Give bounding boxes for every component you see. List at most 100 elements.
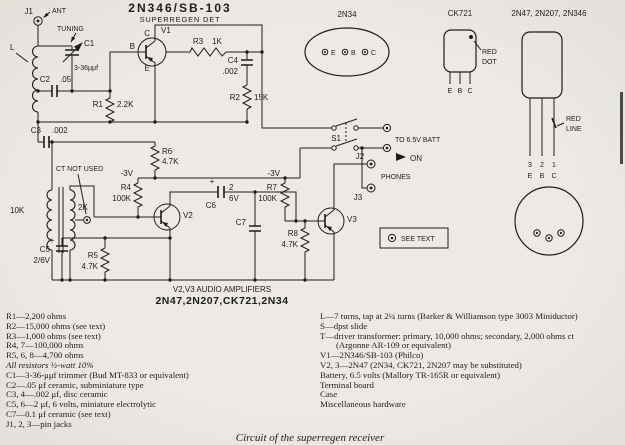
label-c7: C7 xyxy=(236,218,247,227)
label-v3: V3 xyxy=(347,215,357,224)
pinout-2n47-num-1: 1 xyxy=(552,162,556,169)
pinout-2n34-pin-c: C xyxy=(371,50,376,57)
transistor-v2 xyxy=(153,203,181,231)
capacitor-c4 xyxy=(241,59,253,66)
label-v1-base: B xyxy=(130,42,135,51)
label-secondary: 2K xyxy=(78,203,88,212)
schematic-labels: J1 ANT 2N346/SB-103 SUPERREGEN DET L TUN… xyxy=(10,1,441,307)
schematic-subtitle: SUPERREGEN DET xyxy=(140,15,221,24)
tuning-arrow xyxy=(70,32,77,43)
label-amplifier-types: 2N47,2N207,CK721,2N34 xyxy=(155,295,288,307)
label-ct: CT NOT USED xyxy=(56,166,103,173)
capacitor-c6 xyxy=(217,186,225,198)
label-c5: C5 xyxy=(40,245,51,254)
pinout-2n47-pin-c: C xyxy=(551,173,556,180)
label-v1: V1 xyxy=(161,26,171,35)
schematic-title: 2N346/SB-103 xyxy=(128,1,231,15)
pinout-2n47-pin-b: B xyxy=(540,173,545,180)
parts-list-item: J1, 2, 3—pin jacks xyxy=(6,418,72,429)
label-red-line-1: RED xyxy=(566,116,581,123)
label-s1: S1 xyxy=(331,134,341,143)
transistor-v3 xyxy=(317,207,345,235)
parts-list-item: C7—0.1 μf ceramic (see text) xyxy=(6,408,111,419)
label-c1: C1 xyxy=(84,39,95,48)
label-red-dot-2: DOT xyxy=(482,59,498,66)
capacitor-c2 xyxy=(51,85,58,97)
label-c5-plus: + xyxy=(50,236,55,245)
parts-list-item: R2—15,000 ohms (see text) xyxy=(6,320,106,331)
label-r5: R5 xyxy=(88,251,99,260)
label-r5-value: 4.7K xyxy=(82,262,99,271)
transformer-t xyxy=(46,173,87,253)
parts-list: R1—2,200 ohms R2—15,000 ohms (see text) … xyxy=(6,311,620,430)
label-on: ON xyxy=(410,154,422,163)
label-c1-value: 3-36μμf xyxy=(74,65,98,72)
label-c4: C4 xyxy=(228,56,239,65)
resistor-r6 xyxy=(149,145,161,171)
parts-list-item: R5, 6, 8—4,700 ohms xyxy=(6,350,84,361)
label-r8-value: 4.7K xyxy=(282,240,299,249)
label-red-dot-1: RED xyxy=(482,49,497,56)
label-bias-v2: -3V xyxy=(121,169,134,178)
label-amplifiers: V2,V3 AUDIO AMPLIFIERS xyxy=(173,285,271,294)
label-r2-value: 15K xyxy=(254,93,269,102)
resistor-r3 xyxy=(189,47,227,57)
red-line-mark xyxy=(551,117,557,129)
parts-list-item: R1—2,200 ohms xyxy=(6,311,67,321)
label-r3-value: 1K xyxy=(212,37,222,46)
parts-list-item: Miscellaneous hardware xyxy=(320,399,406,410)
parts-list-item: V1—2N346/SB-103 (Philco) xyxy=(320,350,424,361)
resistor-r5 xyxy=(99,247,111,273)
pinout-labels: 2N34 E B C CK721 RED DOT E B C 2N47, 2N2… xyxy=(331,9,587,180)
label-r1: R1 xyxy=(93,100,104,109)
label-battery: TO 6.5V BATT xyxy=(395,137,441,144)
pinout-2n47 xyxy=(521,31,565,156)
parts-list-item: R3—1,000 ohms (see text) xyxy=(6,330,101,341)
label-r3: R3 xyxy=(193,37,204,46)
resistor-r1 xyxy=(104,97,116,123)
jacks xyxy=(33,11,376,224)
parts-list-item: Case xyxy=(320,389,338,400)
resistor-r8 xyxy=(299,227,311,253)
parts-list-item: V2, 3—2N47 (2N34, CK721, 2N207 may be su… xyxy=(320,359,522,370)
label-r1-value: 2.2K xyxy=(117,100,134,109)
label-r6-value: 4.7K xyxy=(162,157,179,166)
label-r7: R7 xyxy=(267,183,278,192)
label-c6: C6 xyxy=(206,201,217,210)
red-dot-mark xyxy=(469,35,473,39)
label-tuning: TUNING xyxy=(57,26,84,33)
label-phones: PHONES xyxy=(381,174,411,181)
see-text-legend xyxy=(379,227,449,249)
label-j3: J3 xyxy=(354,193,363,202)
parts-list-item: Terminal board xyxy=(320,379,374,390)
ct-terminal xyxy=(83,216,91,224)
parts-list-item: All resistors ½-watt 10% xyxy=(6,359,94,370)
label-c3-value: .002 xyxy=(52,126,68,135)
parts-list-item: L—7 turns, tap at 2¼ turns (Barker & Wil… xyxy=(320,311,578,321)
parts-list-left-column: R1—2,200 ohms R2—15,000 ohms (see text) … xyxy=(6,311,306,430)
label-c6-value2: 6V xyxy=(229,194,239,203)
label-l: L xyxy=(10,43,15,52)
label-c5-value: 2/6V xyxy=(34,256,51,265)
label-v1-emitter: E xyxy=(145,64,150,73)
parts-list-item: T—driver transformer: primary, 10,000 oh… xyxy=(320,330,574,351)
capacitor-c3 xyxy=(43,136,50,148)
resistor-r2 xyxy=(241,84,253,110)
label-ant: ANT xyxy=(52,8,67,15)
label-v1-collector: C xyxy=(144,29,150,38)
parts-list-item: C3, 4—.002 μf, disc ceramic xyxy=(6,389,108,400)
parts-list-item: Battery, 6.5 volts (Mallory TR-165R or e… xyxy=(320,369,501,380)
parts-list-item: C5, 6—2 μf, 6 volts, miniature electroly… xyxy=(6,399,157,410)
coil-l xyxy=(15,45,39,113)
socket-bottom-view xyxy=(514,186,584,256)
pinout-2n47-num-3: 3 xyxy=(528,162,532,169)
pinout-ck721-pin-c: C xyxy=(467,88,472,95)
resistors xyxy=(99,47,311,273)
pinout-2n47-title: 2N47, 2N207, 2N346 xyxy=(511,9,587,18)
parts-list-item: C2—.05 μf ceramic, subminiature type xyxy=(6,379,144,390)
label-r4-value: 100K xyxy=(112,194,131,203)
pinout-2n47-num-2: 2 xyxy=(540,162,544,169)
label-bias-v3: -3V xyxy=(268,169,281,178)
label-v2: V2 xyxy=(183,211,193,220)
